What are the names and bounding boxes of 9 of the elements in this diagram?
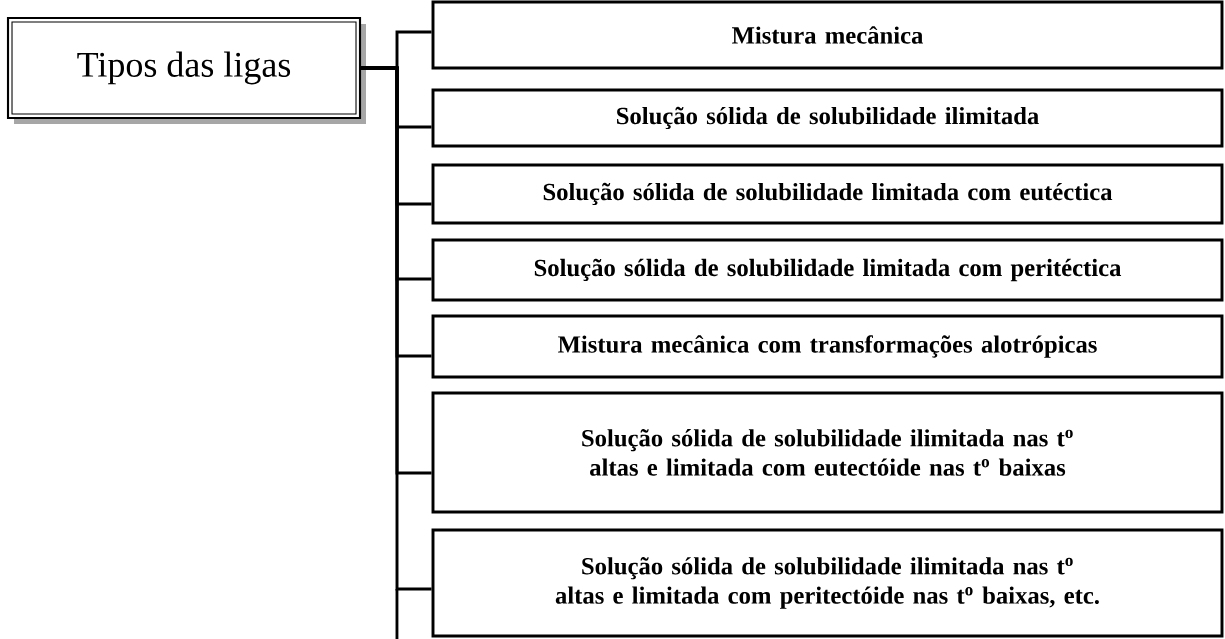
title-box: Tipos das ligas: [6, 16, 366, 124]
category-box: Mistura mecânica: [431, 0, 1224, 70]
category-box: Solução sólida de solubilidade ilimitada nas t$^{o}$ altas e limitada com eutectóide nas t$^{o}$ baixas: [431, 391, 1224, 514]
category-box: Solução sólida de solubilidade limitada com peritéctica: [431, 238, 1224, 302]
category-box: Mistura mecânica com transformações alotrópicas: [431, 314, 1224, 379]
category-box: Solução sólida de solubilidade ilimitada: [431, 88, 1224, 148]
connector-line: [361, 66, 432, 591]
category-box: Solução sólida de solubilidade limitada com eutéctica: [431, 163, 1224, 225]
category-box: Solução sólida de solubilidade ilimitada nas t$^{o}$ altas e limitada com peritectóide nas t$^{o}$ baixas, etc.: [431, 528, 1224, 638]
